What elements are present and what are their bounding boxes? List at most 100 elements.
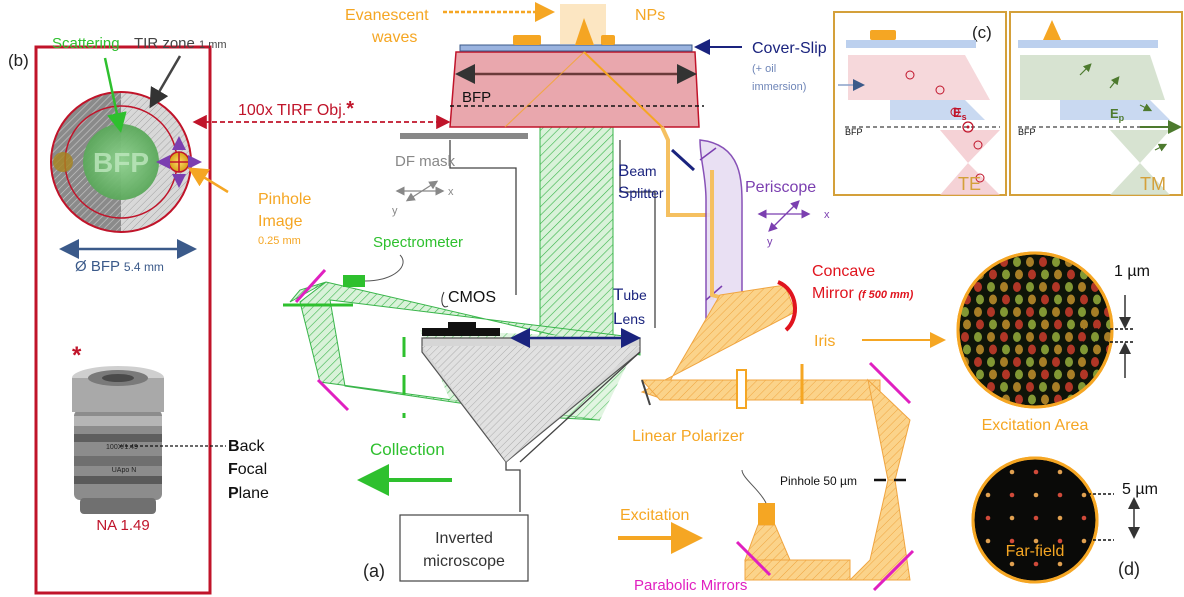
excitation-dot — [976, 394, 984, 405]
pinhole-image-label-2: Image — [258, 213, 303, 230]
excitation-dot — [1041, 344, 1049, 355]
excitation-dot — [963, 319, 971, 330]
tube-label: Tube — [613, 285, 647, 304]
far-field-dot — [985, 515, 991, 521]
svg-text:x: x — [448, 186, 454, 198]
panel-b-tag: (b) — [8, 51, 29, 70]
excitation-dot — [1078, 307, 1086, 317]
far-field-dot — [1081, 538, 1087, 544]
panel-c-tag: (c) — [972, 23, 992, 42]
excitation-beam-4 — [848, 479, 911, 581]
nps-label: NPs — [635, 7, 665, 24]
excitation-dot — [1041, 319, 1049, 330]
excitation-dot — [1091, 332, 1099, 342]
excitation-dot — [1067, 269, 1075, 280]
inverted-microscope-box — [399, 514, 529, 582]
excitation-dot — [1052, 282, 1060, 292]
excitation-dot — [1091, 357, 1099, 367]
panel-a: BFP Evanescent waves NPs Cover-Slip (+ o… — [192, 2, 946, 594]
pinhole-image-label-1: Pinhole — [258, 191, 311, 208]
excitation-dot — [1078, 332, 1086, 342]
plane-label: Plane — [228, 485, 269, 502]
cover-slip-label: Cover-Slip — [752, 40, 827, 57]
excitation-area-label: Excitation Area — [982, 417, 1089, 434]
excitation-dot — [987, 357, 995, 367]
te-bfp-label: BFP — [845, 127, 863, 137]
excitation-dot — [1106, 319, 1112, 330]
excitation-dot — [1106, 269, 1112, 280]
parabolic-mirror-bottom-right — [872, 549, 915, 592]
scale-1um-label: 1 µm — [1114, 263, 1150, 280]
excitation-dot — [974, 357, 982, 367]
excitation-dot — [1078, 357, 1086, 367]
far-field-label: Far-field — [1006, 543, 1065, 560]
cmos-sensor — [422, 328, 500, 336]
excitation-dot — [1065, 282, 1073, 292]
objective-label: 100x TIRF Obj.* — [238, 98, 354, 120]
left-spot — [53, 152, 73, 172]
far-field-dot — [1081, 561, 1087, 567]
excitation-dot — [1013, 382, 1021, 392]
excitation-dot — [1065, 332, 1073, 342]
far-field-dot — [985, 469, 991, 475]
microscope-stand — [505, 462, 521, 512]
excitation-dot — [1065, 357, 1073, 367]
pinhole-image-size: 0.25 mm — [258, 235, 301, 247]
periscope-label: Periscope — [745, 179, 816, 196]
excitation-beam-2 — [640, 379, 881, 401]
excitation-dot — [1093, 344, 1101, 355]
excitation-dot — [1039, 357, 1047, 367]
excitation-dot — [1104, 282, 1112, 292]
excitation-dot — [1104, 257, 1112, 267]
panel-c: (c) BFP Es TE — [833, 11, 1183, 196]
excitation-dot — [1015, 319, 1023, 330]
far-field-dot — [1009, 469, 1015, 475]
df-mask-axes: x y — [392, 180, 454, 217]
lens-label: Lens — [613, 309, 645, 328]
excitation-dot — [1052, 257, 1060, 267]
bfp-diameter-label: Ø BFP 5.4 mm — [75, 258, 164, 275]
lens-print-2: UApo N — [112, 467, 137, 474]
excitation-dot — [976, 344, 984, 355]
excitation-dot — [1039, 332, 1047, 342]
excitation-dot — [1028, 369, 1036, 380]
excitation-dot — [987, 282, 995, 292]
excitation-dot — [1067, 369, 1075, 380]
cmos-label: CMOS — [448, 289, 496, 306]
evanescent-label-1: Evanescent — [345, 7, 429, 24]
bfp-disc-label: BFP — [93, 147, 149, 178]
far-field-dot — [1057, 561, 1063, 567]
excitation-dot — [974, 282, 982, 292]
excitation-dot — [1002, 369, 1010, 380]
excitation-dot — [976, 294, 984, 305]
excitation-dot — [1039, 307, 1047, 317]
pinhole-label: Pinhole 50 µm — [780, 474, 857, 488]
collection-beam-path — [289, 281, 641, 421]
concave-mirror — [777, 280, 798, 332]
excitation-dot — [1067, 294, 1075, 305]
excitation-dot — [963, 394, 971, 405]
excitation-dot — [987, 382, 995, 392]
excitation-dot — [961, 257, 969, 267]
far-field-dot — [1009, 561, 1015, 567]
excitation-dot — [1028, 294, 1036, 305]
linear-polarizer — [736, 369, 747, 409]
tm-label: TM — [1140, 174, 1166, 194]
excitation-dot — [1015, 294, 1023, 305]
excitation-dot — [1028, 269, 1036, 280]
excitation-beam-5 — [744, 559, 851, 581]
microscope-housing-left — [449, 140, 517, 295]
excitation-dot — [1106, 394, 1112, 405]
tm-field-label: Ep — [1110, 106, 1125, 123]
cover-slip — [459, 44, 693, 52]
excitation-dot — [1052, 382, 1060, 392]
panel-a-tag: (a) — [363, 561, 385, 581]
collection-label: Collection — [370, 440, 445, 459]
excitation-label: Excitation — [620, 507, 689, 524]
excitation-dot — [1067, 344, 1075, 355]
evanescent-label-2: waves — [371, 29, 417, 46]
excitation-dot — [1026, 382, 1034, 392]
excitation-dot — [1013, 357, 1021, 367]
microscope-housing-right — [619, 140, 656, 328]
panel-b-frame — [34, 45, 212, 595]
